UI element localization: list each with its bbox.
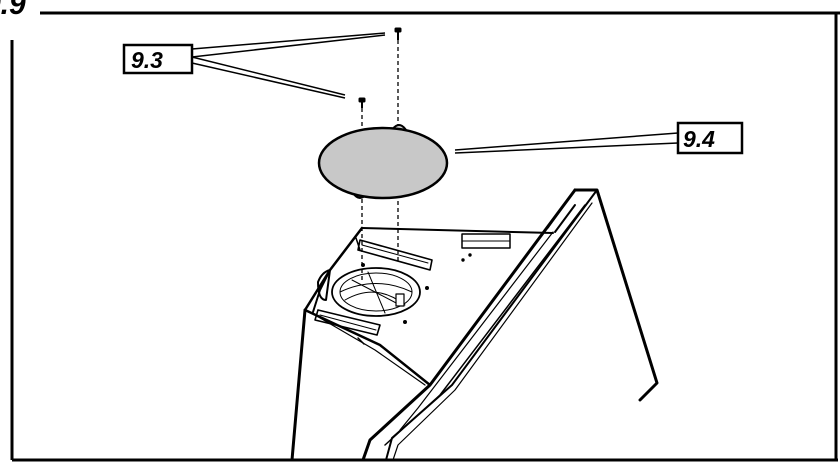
range-hood xyxy=(290,188,659,462)
figure-number: 9.9 xyxy=(0,0,26,21)
screw-icon xyxy=(358,97,366,108)
carbon-filter xyxy=(317,124,449,200)
callout-label-filter: 9.4 xyxy=(683,126,715,152)
figure-frame xyxy=(10,11,840,462)
callout-leaders xyxy=(191,32,679,154)
callout-filter: 9.4 xyxy=(676,121,744,155)
screw-icon xyxy=(394,27,402,40)
callout-label-screws: 9.3 xyxy=(131,47,163,73)
callout-screws: 9.3 xyxy=(122,43,194,75)
